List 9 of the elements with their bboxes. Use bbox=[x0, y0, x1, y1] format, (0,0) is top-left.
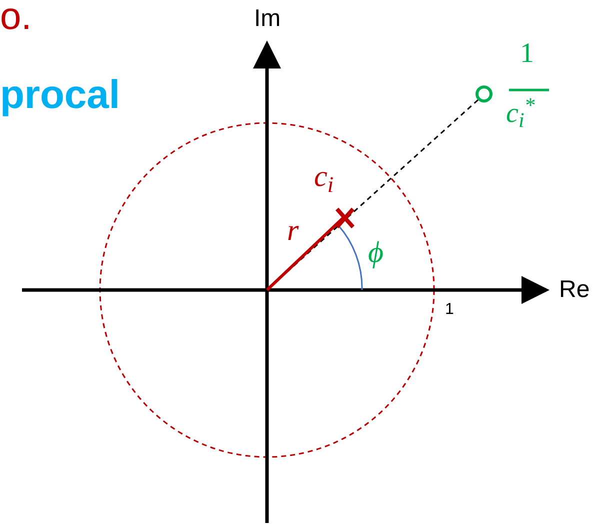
axis-label: Im bbox=[254, 4, 281, 34]
heading-fragment: procal bbox=[0, 72, 120, 119]
point-label: c$_{i}$ bbox=[314, 159, 334, 196]
heading-fragment: o. bbox=[0, 0, 32, 40]
angle-label: ϕ bbox=[368, 235, 384, 271]
tick-label: 1 bbox=[445, 300, 454, 320]
fraction-numerator: 1 bbox=[520, 37, 534, 71]
radius-label: r bbox=[287, 213, 299, 249]
axis-label: Re bbox=[559, 275, 590, 305]
